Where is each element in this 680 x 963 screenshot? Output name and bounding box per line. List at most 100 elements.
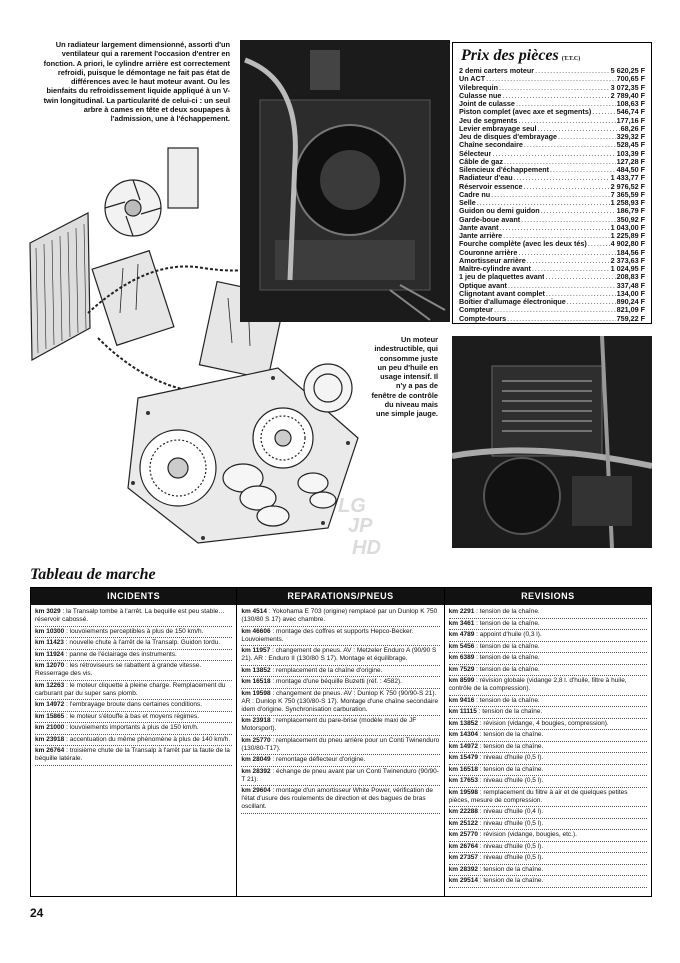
- log-entry-km: km 27357: [448, 854, 478, 861]
- price-item-name: 2 demi carters moteur: [459, 67, 535, 75]
- log-entry-text: : remplacement du filtre à air et de que…: [448, 788, 628, 804]
- log-entry-text: : changement de pneus. AV : Metzeler End…: [241, 647, 437, 662]
- log-entry: km 29514 : tension de la chaîne.: [448, 876, 647, 888]
- log-entry-text: : niveau d'huile (0,4 l).: [479, 808, 544, 815]
- incidents-column: INCIDENTS km 3029 : la Transalp tombe à …: [31, 588, 237, 896]
- leader-dots: [518, 249, 615, 257]
- price-row: Réservoir essence2 976,52 F: [459, 181, 645, 191]
- price-item-price: 528,45 F: [616, 140, 645, 150]
- log-entry-text: : panne de l'éclairage des instruments.: [65, 650, 177, 658]
- log-entry: km 23918 : accentuation du même phénomèn…: [35, 735, 233, 746]
- log-entry-km: km 5456: [448, 642, 475, 650]
- leader-dots: [558, 133, 616, 141]
- log-entry: km 11115 : tension de la chaîne.: [448, 707, 647, 719]
- log-entry-km: km 12263: [35, 681, 65, 689]
- incidents-header: INCIDENTS: [31, 588, 237, 605]
- price-row: 2 demi carters moteur5 620,25 F: [459, 66, 645, 75]
- price-row: Compteur821,09 F: [459, 305, 645, 314]
- engine-photo: [452, 336, 652, 548]
- log-entry-km: km 29514: [448, 877, 478, 884]
- price-item-name: Jante arrière: [459, 232, 503, 240]
- log-entry-km: km 7529: [448, 665, 475, 673]
- log-entry-text: : tension de la chaîne.: [479, 877, 544, 884]
- log-entry: km 28049 : remontage déflecteur d'origin…: [241, 755, 440, 767]
- price-item-price: 890,24 F: [616, 297, 645, 306]
- log-entry-km: km 15479: [448, 754, 478, 761]
- price-item-price: 186,79 F: [616, 206, 645, 216]
- log-entry-text: : les rétroviseurs se rabattent à grande…: [35, 662, 202, 677]
- log-entry-text: : tension de la chaîne.: [476, 642, 540, 650]
- log-entry: km 9416 : tension de la chaîne.: [448, 696, 647, 707]
- radiator-caption: Un radiateur largement dimensionné, asso…: [43, 40, 230, 124]
- log-entry-km: km 22288: [448, 808, 478, 815]
- log-entry: km 28392 : tension de la chaîne.: [448, 865, 647, 876]
- leader-dots: [538, 125, 620, 133]
- log-entry-km: km 13852: [241, 666, 271, 674]
- log-entry-text: : tension de la chaîne.: [479, 765, 544, 773]
- leader-dots: [477, 199, 610, 207]
- price-item-name: Sélecteur: [459, 149, 492, 158]
- log-entry-km: km 19598: [241, 689, 271, 697]
- price-row: Clignotant avant complet134,00 F: [459, 289, 645, 298]
- price-item-price: 2 373,63 F: [610, 255, 645, 265]
- leader-dots: [502, 92, 609, 100]
- log-entry-text: : remplacement du pneu arrière pour un C…: [241, 736, 440, 752]
- log-entry-km: km 6389: [448, 654, 475, 661]
- log-entry-km: km 3029: [35, 608, 61, 615]
- log-entry-km: km 14972: [448, 742, 478, 750]
- price-item-price: 127,28 F: [616, 156, 645, 166]
- price-item-price: 2 976,52 F: [610, 181, 645, 191]
- price-item-price: 700,65 F: [616, 74, 645, 84]
- log-table: INCIDENTS km 3029 : la Transalp tombe à …: [30, 587, 652, 897]
- price-item-price: 2 789,40 F: [610, 90, 645, 100]
- log-entry-km: km 26764: [35, 747, 65, 754]
- price-row: Fourche complète (avec les deux tés)4 90…: [459, 239, 645, 248]
- log-entry-km: km 9416: [448, 696, 475, 704]
- leader-dots: [494, 306, 616, 314]
- log-entry-text: : louvoiements perceptibles à plus de 15…: [66, 627, 204, 635]
- log-entry: km 4789 : appoint d'huile (0,3 l).: [448, 630, 647, 642]
- log-entry: km 23918 : remplacement du pare-brise (m…: [241, 716, 440, 736]
- page-number: 24: [30, 906, 44, 920]
- log-entry: km 3461 : tension de la chaîne.: [448, 619, 647, 630]
- leader-dots: [546, 290, 616, 298]
- price-item-price: 68,26 F: [620, 123, 645, 133]
- log-entry-text: : remplacement de la chaîne d'origine.: [272, 666, 383, 674]
- log-entry-text: : tension de la chaîne.: [476, 619, 540, 627]
- log-entry-text: : tension de la chaîne.: [476, 608, 540, 615]
- price-row: Un ACT700,65 F: [459, 74, 645, 84]
- log-entry: km 14972 : l'embrayage broute dans certa…: [35, 700, 233, 712]
- price-row: Selle1 258,93 F: [459, 198, 645, 207]
- log-entry-text: : montage des coffres et supports Hepco-…: [241, 627, 414, 643]
- price-item-name: Cadre nu: [459, 190, 491, 199]
- log-entry-text: : louvoiements importants à plus de 150 …: [66, 724, 199, 731]
- log-entry-km: km 46606: [241, 627, 271, 635]
- price-item-name: Clignotant avant complet: [459, 289, 545, 298]
- price-item-price: 329,32 F: [616, 132, 645, 141]
- price-row: Chaîne secondaire528,45 F: [459, 140, 645, 150]
- price-item-name: Câble de gaz: [459, 157, 503, 166]
- log-entry-km: km 23918: [241, 717, 271, 724]
- price-item-price: 1 433,77 F: [610, 173, 645, 183]
- leader-dots: [527, 257, 610, 265]
- price-item-name: Maître-cylindre avant: [459, 265, 531, 273]
- log-entry-km: km 28049: [241, 756, 271, 763]
- log-entry: km 25122 : niveau d'huile (0,5 l).: [448, 819, 647, 830]
- price-list-title: Prix des pièces(T.T.C): [461, 47, 581, 64]
- price-item-name: Boîtier d'allumage électronique: [459, 298, 566, 306]
- log-entry-text: : montage d'une béquille Buzetti (réf. :…: [272, 678, 402, 685]
- price-row: Silencieux d'échappement484,50 F: [459, 165, 645, 174]
- log-entry-km: km 11115: [448, 708, 477, 715]
- log-entry: km 5456 : tension de la chaîne.: [448, 642, 647, 653]
- log-entry: km 28392 : échange de pneu avant par un …: [241, 767, 440, 786]
- price-item-name: Compte-tours: [459, 314, 507, 323]
- price-row: Optique avant337,48 F: [459, 281, 645, 290]
- price-row: Piston complet (avec axe et segments)546…: [459, 107, 645, 116]
- log-entry-text: : tension de la chaîne.: [478, 708, 543, 715]
- log-entry: km 26764 : niveau d'huile (0,5 l).: [448, 842, 647, 853]
- price-item-price: 103,39 F: [616, 148, 645, 158]
- price-item-price: 7 365,59 F: [610, 189, 645, 199]
- log-entry: km 13852 : remplacement de la chaîne d'o…: [241, 666, 440, 677]
- log-entry-text: : changement de pneus. AV : Dunlop K 750…: [241, 689, 439, 713]
- log-entry: km 46606 : montage des coffres et suppor…: [241, 627, 440, 646]
